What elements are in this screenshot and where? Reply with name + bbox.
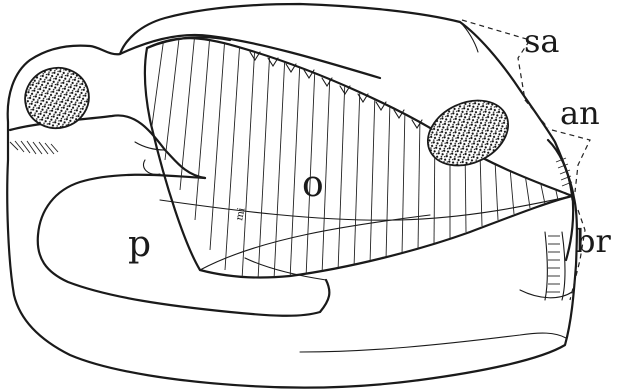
label-p: p [128,224,151,265]
label-br: br [575,222,611,260]
label-o: o [302,164,324,205]
striated-band [145,30,572,280]
right-ridge [545,140,573,300]
label-sa: sa [524,22,560,60]
label-an: an [560,94,600,132]
body-outline [7,4,577,388]
left-lobe [10,115,205,178]
band-arrowheads [250,52,440,138]
left-shading [8,140,60,158]
p-region [38,175,330,316]
right-spot [417,88,518,178]
left-spot [18,61,95,136]
